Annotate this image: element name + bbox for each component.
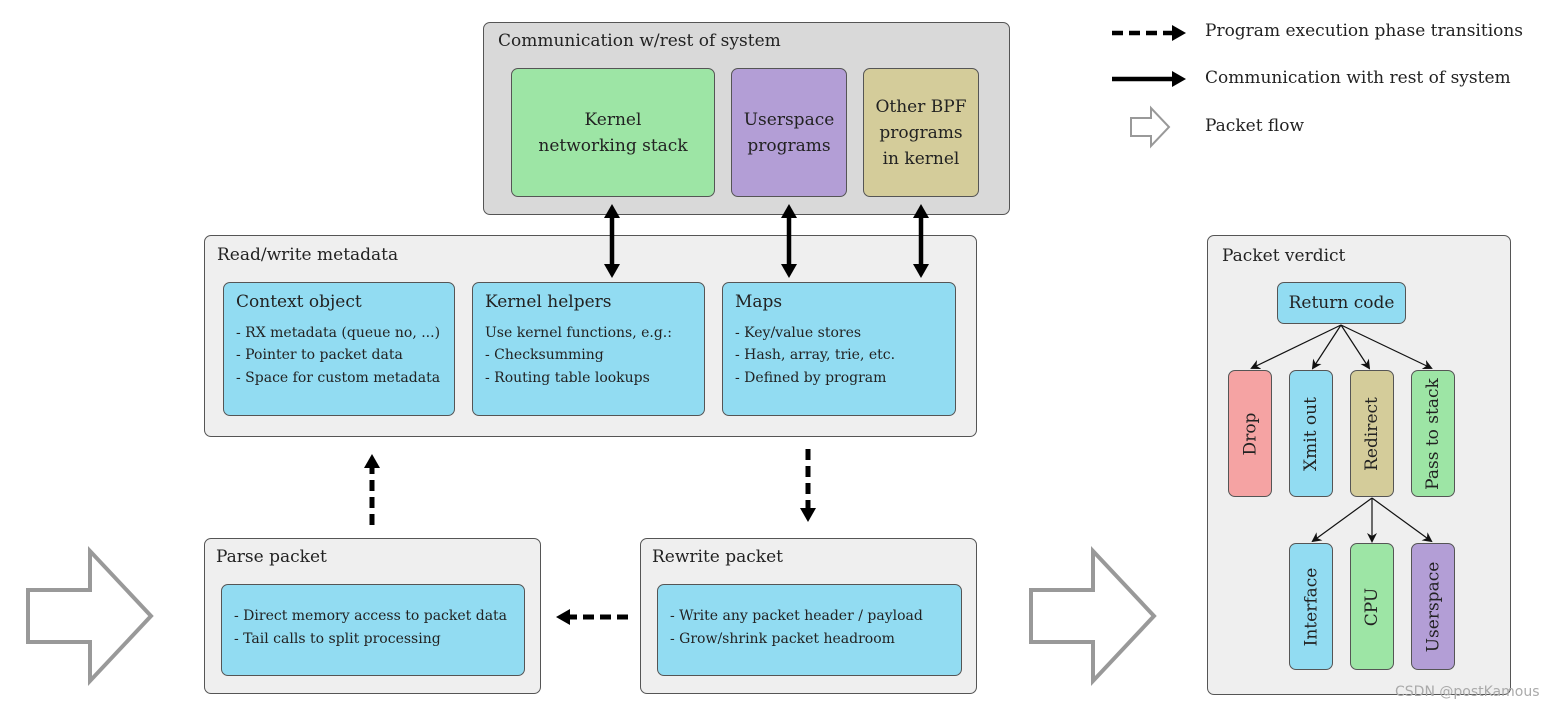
comm-title: Communication w/rest of system — [498, 31, 781, 51]
parse-title: Parse packet — [216, 547, 327, 567]
context-title: Context object — [236, 292, 362, 312]
packet-in-arrow-icon — [26, 545, 154, 687]
watermark: CSDN @postKamous — [1395, 684, 1540, 700]
xmit-out-box: Xmit out — [1289, 370, 1333, 497]
maps-title: Maps — [735, 292, 783, 312]
verdict-title: Packet verdict — [1222, 246, 1346, 266]
rewrite-title: Rewrite packet — [652, 547, 784, 567]
other-bpf-box: Other BPF programs in kernel — [863, 68, 979, 197]
maps-line: - Defined by program — [735, 369, 887, 386]
context-object-card: Context object - RX metadata (queue no, … — [223, 282, 455, 416]
redirect-box: Redirect — [1350, 370, 1394, 497]
legend-solid-label: Communication with rest of system — [1205, 68, 1511, 88]
return-code-box: Return code — [1277, 282, 1406, 324]
cpu-box: CPU — [1350, 543, 1394, 670]
metadata-title: Read/write metadata — [217, 245, 399, 265]
helpers-line: - Checksumming — [485, 347, 604, 363]
userspace-target-box: Userspace — [1411, 543, 1455, 670]
rewrite-line: - Write any packet header / payload — [670, 608, 923, 624]
context-line: - Space for custom metadata — [236, 369, 441, 386]
helpers-line: Use kernel functions, e.g.: — [485, 324, 672, 341]
kernel-stack-label: Kernel networking stack — [538, 109, 688, 156]
verdict-tree-arrows — [1250, 324, 1433, 543]
parse-line: - Direct memory access to packet data — [234, 608, 508, 624]
legend-dashed-label: Program execution phase transitions — [1205, 21, 1524, 41]
parse-packet-card: - Direct memory access to packet data - … — [221, 584, 525, 676]
legend-flow-label: Packet flow — [1205, 116, 1305, 136]
legend-hollow-arrow-icon — [1130, 105, 1171, 149]
context-line: - RX metadata (queue no, ...) — [236, 324, 441, 341]
helpers-title: Kernel helpers — [485, 292, 612, 312]
maps-card: Maps - Key/value stores - Hash, array, t… — [722, 282, 956, 416]
context-line: - Pointer to packet data — [236, 347, 403, 363]
userspace-label: Userspace programs — [743, 109, 835, 156]
maps-line: - Key/value stores — [735, 324, 862, 341]
kernel-helpers-card: Kernel helpers Use kernel functions, e.g… — [472, 282, 705, 416]
pass-to-stack-box: Pass to stack — [1411, 370, 1455, 497]
other-bpf-label: Other BPF programs in kernel — [875, 96, 967, 169]
return-code-label: Return code — [1288, 293, 1395, 313]
rewrite-packet-card: - Write any packet header / payload - Gr… — [657, 584, 962, 676]
drop-box: Drop — [1228, 370, 1272, 497]
userspace-box: Userspace programs — [731, 68, 847, 197]
helpers-line: - Routing table lookups — [485, 369, 650, 386]
parse-line: - Tail calls to split processing — [234, 630, 441, 647]
rewrite-line: - Grow/shrink packet headroom — [670, 630, 895, 647]
kernel-stack-box: Kernel networking stack — [511, 68, 715, 197]
interface-box: Interface — [1289, 543, 1333, 670]
packet-out-arrow-icon — [1029, 545, 1157, 687]
maps-line: - Hash, array, trie, etc. — [735, 347, 896, 363]
